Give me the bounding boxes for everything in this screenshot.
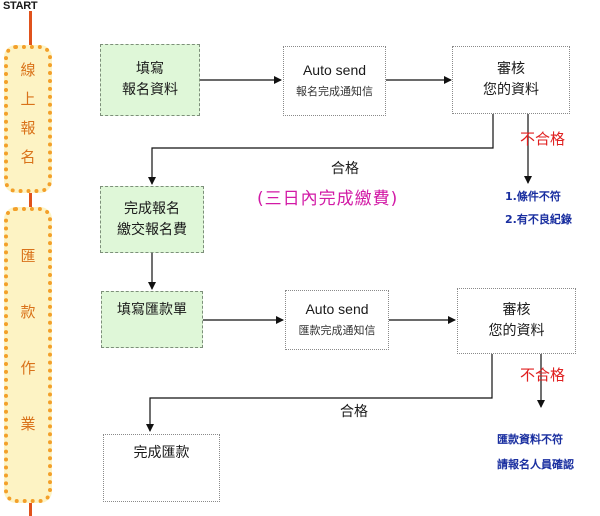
- node-text: 審核: [497, 61, 525, 77]
- node-text: 您的資料: [483, 82, 539, 98]
- node-fill-remittance: 填寫匯款單: [101, 291, 203, 348]
- node-text: 繳交報名費: [117, 221, 187, 238]
- node-subtitle: 匯款完成通知信: [298, 324, 376, 337]
- phase-char: 名: [20, 148, 36, 166]
- node-text: 完成報名: [124, 200, 180, 217]
- phase-char: 線: [20, 61, 36, 79]
- node-review-1: 審核 您的資料: [452, 46, 570, 114]
- node-auto-send-registration: Auto send 報名完成通知信: [283, 46, 386, 116]
- phase-char: 報: [20, 119, 36, 137]
- node-complete-registration: 完成報名 繳交報名費: [100, 186, 204, 253]
- fail-reason-1: 1.條件不符: [505, 190, 561, 203]
- node-text: 您的資料: [488, 323, 545, 339]
- deadline-note: (三日內完成繳費): [257, 189, 399, 209]
- phase-char: 作: [20, 359, 36, 377]
- remit-error-2: 請報名人員確認: [497, 458, 574, 471]
- fail-label-1: 不合格: [520, 130, 566, 148]
- node-text: 完成匯款: [133, 445, 190, 461]
- fail-label-2: 不合格: [520, 366, 566, 384]
- node-text: 報名資料: [122, 82, 178, 98]
- node-review-2: 審核 您的資料: [457, 288, 576, 354]
- node-auto-send-remittance: Auto send 匯款完成通知信: [285, 290, 389, 350]
- start-label: START: [3, 0, 38, 12]
- node-title: Auto send: [305, 301, 369, 317]
- node-complete-remittance: 完成匯款: [103, 434, 220, 502]
- phase-char: 款: [20, 303, 36, 321]
- phase-char: 匯: [20, 247, 36, 265]
- phase-online-registration: 線 上 報 名: [4, 45, 52, 193]
- arrow-review2-pass: [146, 354, 493, 432]
- phase-char: 上: [20, 90, 36, 108]
- remit-error-1: 匯款資料不符: [497, 433, 563, 446]
- pass-label-2: 合格: [340, 404, 368, 420]
- node-fill-form: 填寫 報名資料: [100, 44, 200, 116]
- node-text: 審核: [502, 302, 531, 318]
- phase-char: 業: [20, 415, 36, 433]
- node-text: 填寫: [136, 61, 164, 77]
- phase-remittance: 匯 款 作 業: [4, 207, 52, 503]
- node-text: 填寫匯款單: [117, 302, 187, 318]
- node-title: Auto send: [302, 62, 367, 78]
- arrow-review-pass: [148, 114, 494, 185]
- pass-label-1: 合格: [331, 161, 359, 177]
- fail-reason-2: 2.有不良紀錄: [505, 213, 572, 226]
- node-subtitle: 報名完成通知信: [296, 85, 373, 98]
